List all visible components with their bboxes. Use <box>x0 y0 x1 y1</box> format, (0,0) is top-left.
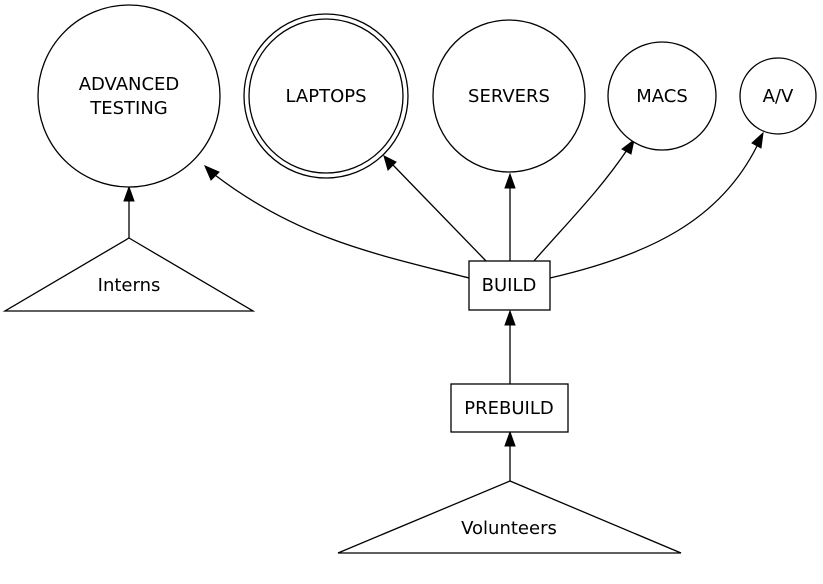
circle-shape <box>37 4 221 188</box>
edge-build-to-macs <box>532 149 628 263</box>
arrowhead-icon <box>504 172 516 189</box>
triangle-shape <box>337 480 682 554</box>
node-macs: MACS <box>607 41 717 151</box>
inner-circle-shape <box>248 18 404 174</box>
node-label: TESTING <box>89 98 168 119</box>
circle-shape <box>432 19 586 173</box>
edge-build-to-advanced-testing <box>214 174 470 279</box>
node-label: A/V <box>763 86 794 107</box>
node-label: MACS <box>636 86 688 107</box>
arrowhead-icon <box>621 138 635 155</box>
arrowhead-icon <box>751 131 764 149</box>
edge-build-to-av <box>549 145 758 279</box>
node-laptops: LAPTOPS <box>243 13 409 179</box>
arrowhead-icon <box>504 430 516 447</box>
node-label: Interns <box>98 275 161 296</box>
circle-shape <box>739 57 817 135</box>
node-volunteers: Volunteers <box>337 480 682 554</box>
arrowhead-icon <box>383 155 397 171</box>
node-label: BUILD <box>482 275 537 296</box>
box-shape <box>468 260 551 311</box>
node-label: LAPTOPS <box>285 86 366 107</box>
circle-shape <box>607 41 717 151</box>
triangle-shape <box>2 237 256 312</box>
node-label: SERVERS <box>468 86 550 107</box>
arrowhead-icon <box>204 165 220 181</box>
node-interns: Interns <box>2 237 256 312</box>
node-prebuild: PREBUILD <box>450 383 569 433</box>
arrowhead-icon <box>504 309 516 326</box>
box-shape <box>450 383 569 433</box>
node-av: A/V <box>739 57 817 135</box>
node-label: PREBUILD <box>464 398 553 419</box>
node-label: Volunteers <box>461 518 557 539</box>
node-servers: SERVERS <box>432 19 586 173</box>
arrowhead-icon <box>123 185 135 202</box>
node-label: ADVANCED <box>79 74 180 95</box>
node-build: BUILD <box>468 260 551 311</box>
node-advanced-testing: ADVANCED TESTING <box>37 4 221 188</box>
edge-build-to-laptops <box>392 164 488 263</box>
